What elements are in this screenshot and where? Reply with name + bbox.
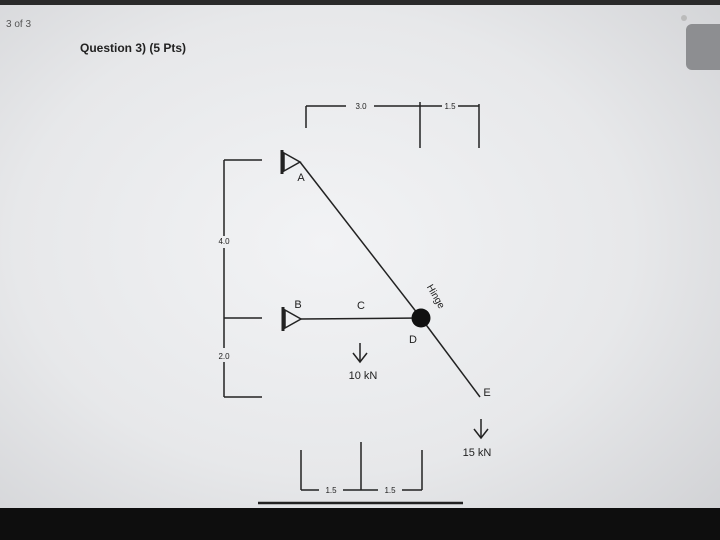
load-label-c: 10 kN xyxy=(349,370,378,382)
dim-label-bottom-right: 1.5 xyxy=(384,486,396,495)
page-counter: 3 of 3 xyxy=(6,19,32,30)
point-label-d: D xyxy=(409,334,417,346)
dim-label-left-upper: 4.0 xyxy=(218,237,230,246)
screen-bezel-bottom xyxy=(0,508,720,540)
dim-label-top-right: 1.5 xyxy=(444,102,456,111)
point-label-c: C xyxy=(357,300,365,312)
point-label-b: B xyxy=(294,299,301,311)
camera-dot xyxy=(681,15,687,21)
member-a-d xyxy=(299,161,422,319)
question-title: Question 3) (5 Pts) xyxy=(80,41,187,55)
pin-support-b xyxy=(284,308,303,330)
left-dimension xyxy=(223,159,262,398)
load-arrow-c xyxy=(352,343,368,364)
side-panel-button[interactable] xyxy=(686,24,720,70)
point-label-e: E xyxy=(483,387,490,399)
dim-label-left-lower: 2.0 xyxy=(218,352,230,361)
point-label-a: A xyxy=(297,172,305,184)
bottom-dimension xyxy=(300,442,423,491)
member-b-d xyxy=(300,317,422,320)
hinge-d xyxy=(411,308,431,328)
dim-label-top-left: 3.0 xyxy=(355,102,367,111)
dim-label-bottom-left: 1.5 xyxy=(325,486,337,495)
top-dimension xyxy=(305,102,480,148)
hinge-label: Hinge xyxy=(424,283,447,312)
member-d-e xyxy=(420,317,481,398)
screen-bezel-top xyxy=(0,0,720,5)
load-arrow-e xyxy=(473,419,489,440)
pin-support-a xyxy=(283,151,302,173)
load-label-e: 15 kN xyxy=(463,447,492,459)
